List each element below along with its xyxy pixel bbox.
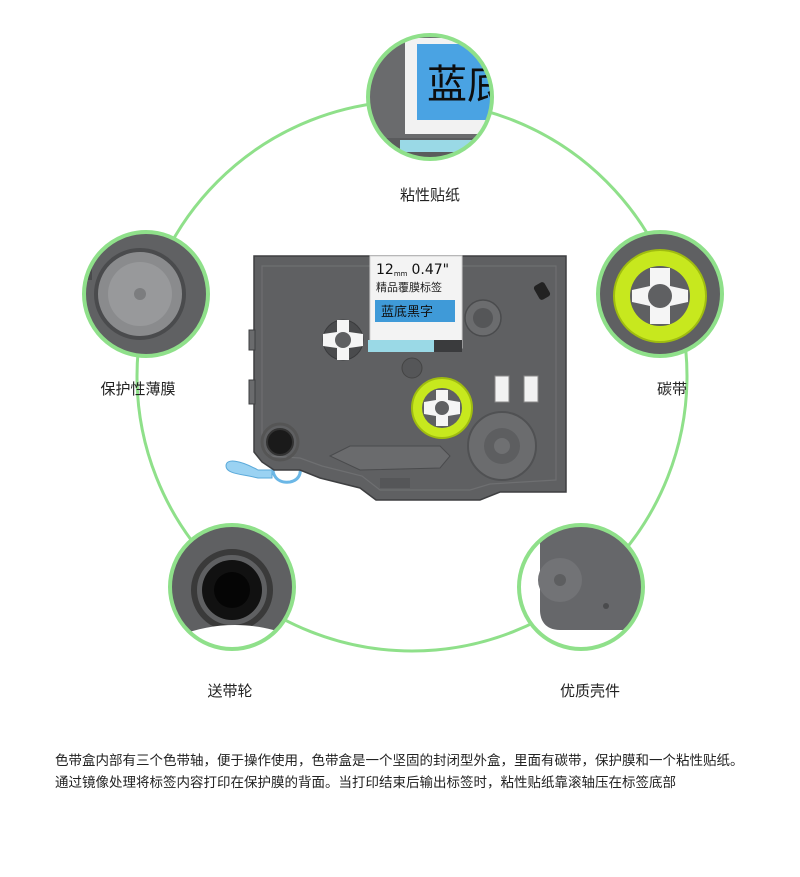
zoom-tape-text: 蓝底 <box>427 62 507 108</box>
callout-feed-spool-zoom <box>168 523 296 651</box>
tape-size-mm-unit: mm <box>394 270 408 278</box>
description-text: 色带盒内部有三个色带轴，便于操作使用，色带盒是一个坚固的封闭型外盒，里面有碳带，… <box>55 753 744 791</box>
callout-carbon-ribbon-zoom <box>596 230 724 358</box>
callout-adhesive-zoom: 蓝底 <box>366 33 507 161</box>
callout-shell-zoom <box>517 523 645 651</box>
callout-protective-film-zoom <box>82 230 210 358</box>
label-carbon-ribbon: 碳带 <box>656 380 688 398</box>
label-feed-spool: 送带轮 <box>207 682 253 700</box>
product-line-label: 精品覆膜标签 <box>376 280 442 294</box>
label-adhesive: 粘性贴纸 <box>399 186 461 204</box>
label-shell: 优质壳件 <box>559 682 621 700</box>
tape-size-mm: 12 <box>376 262 394 278</box>
label-protective-film: 保护性薄膜 <box>100 380 176 398</box>
tape-sample-text: 蓝底黑字 <box>381 304 433 320</box>
tape-size-inch: 0.47" <box>411 262 449 278</box>
